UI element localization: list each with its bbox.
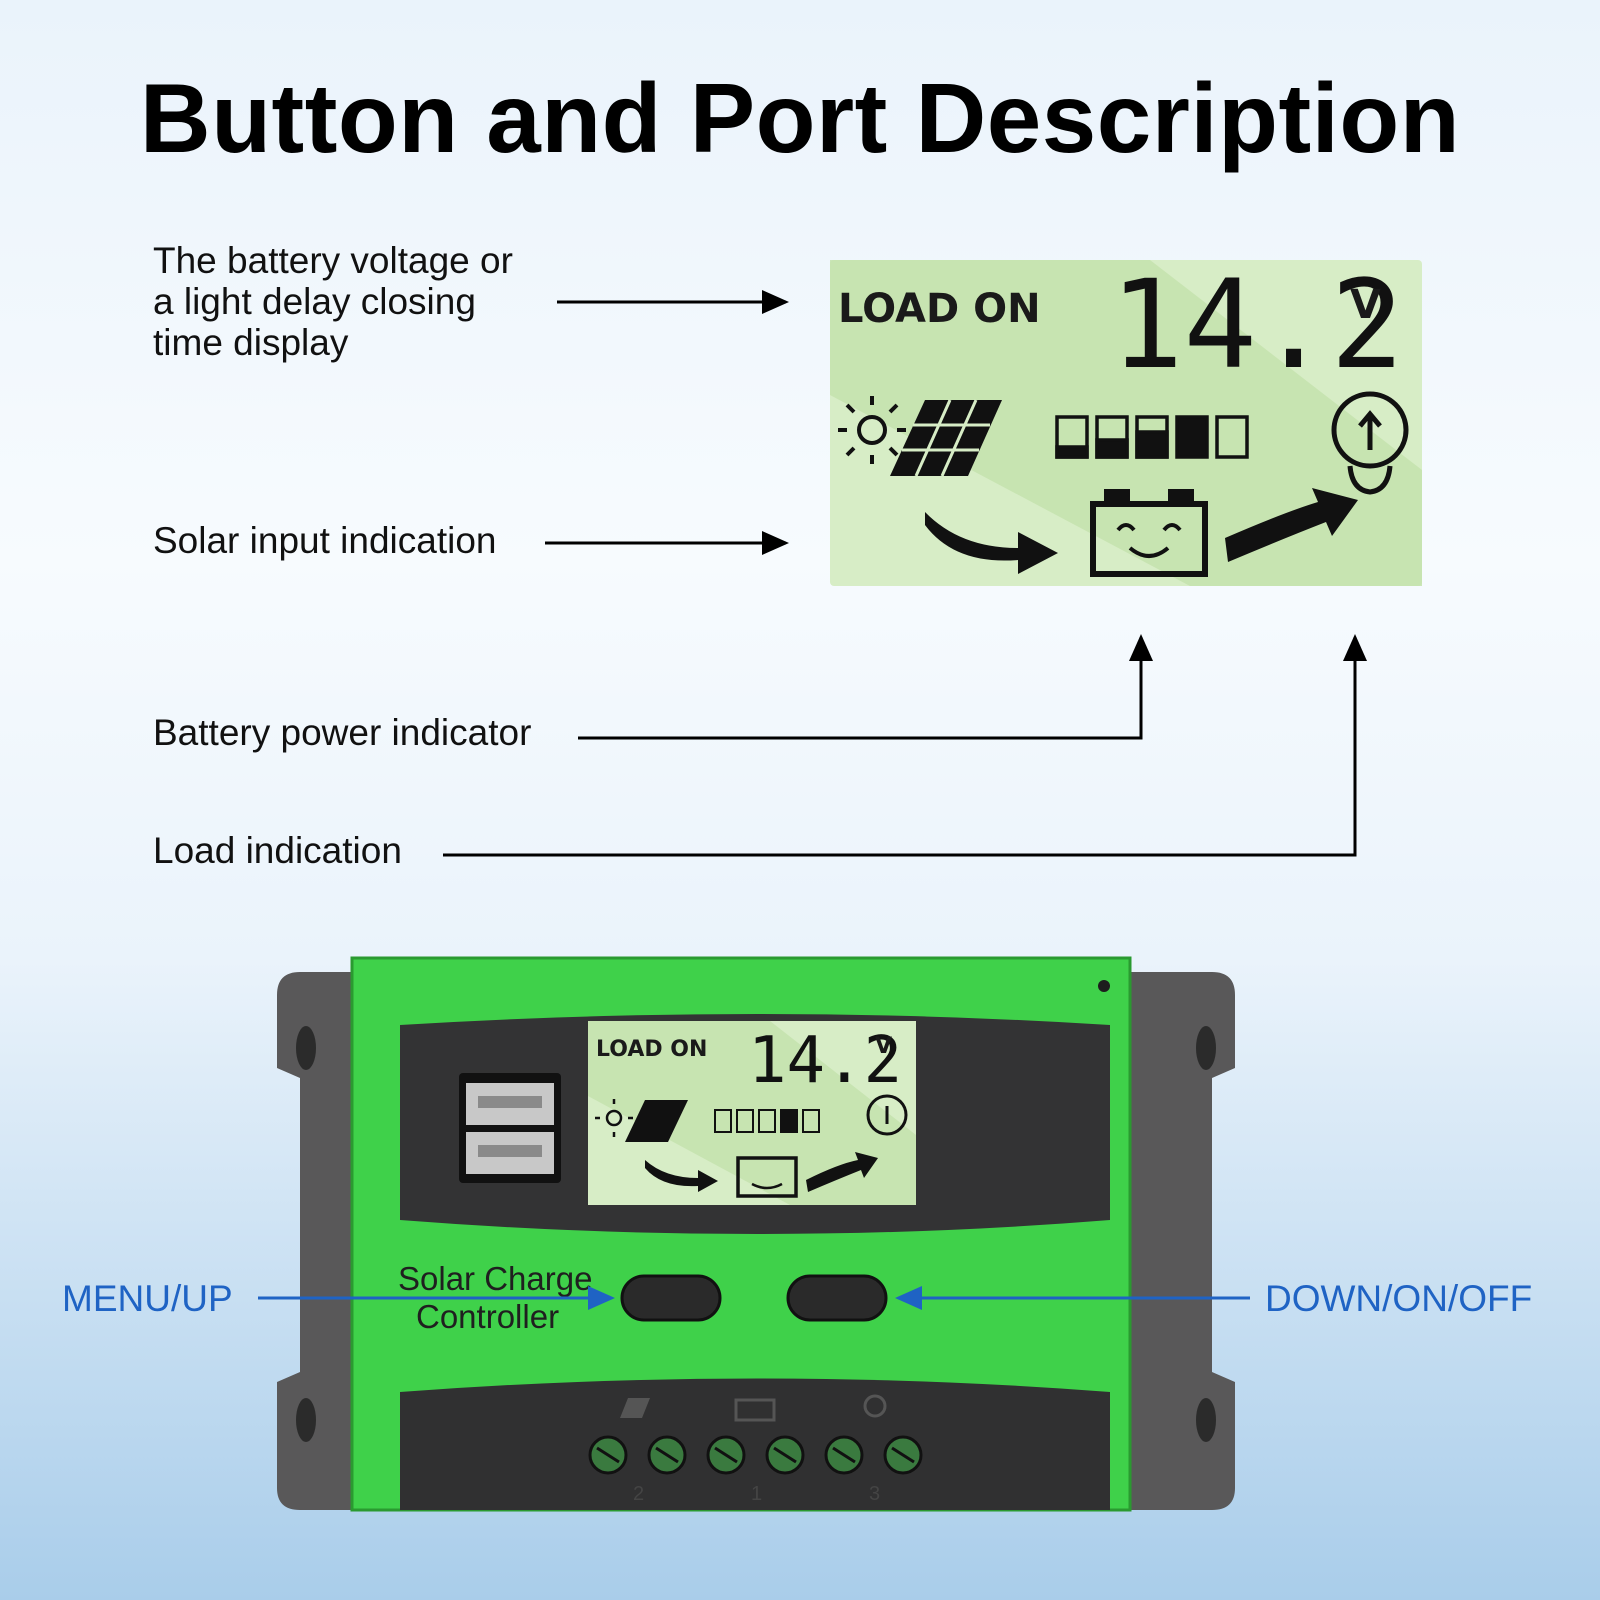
mount-hole-top-left: [296, 1026, 316, 1070]
terminal-solar-icon: [620, 1398, 650, 1418]
terminal-screw: [588, 1435, 628, 1475]
small-lcd-status: LOAD ON: [596, 1037, 707, 1062]
battery-face-icon: [1090, 489, 1208, 577]
terminal-screw: [647, 1435, 687, 1475]
small-lcd-unit: V: [875, 1034, 892, 1059]
usb-ports: [459, 1073, 561, 1183]
small-battery-face-icon: [736, 1156, 798, 1198]
terminal-screw: [824, 1435, 864, 1475]
menu-up-label: MENU/UP: [62, 1278, 233, 1319]
arrow-load: [443, 634, 1367, 857]
small-bulb-icon: [866, 1094, 908, 1136]
usb-port-top: [466, 1083, 554, 1125]
arrow-battery: [578, 634, 1153, 740]
lcd-display-small: LOAD ON 14.2 V: [588, 1021, 916, 1205]
terminal-screw: [765, 1435, 805, 1475]
callout-display-line3: time display: [153, 322, 349, 363]
lcd-status-text: LOAD ON: [838, 286, 1041, 332]
battery-level-bars-icon: [1055, 415, 1249, 459]
terminal-screw: [883, 1435, 923, 1475]
small-solar-panel-icon: [625, 1100, 688, 1142]
terminal-screw: [706, 1435, 746, 1475]
usb-port-bottom: [466, 1132, 554, 1174]
callout-battery: Battery power indicator: [153, 712, 532, 753]
down-on-off-button[interactable]: [786, 1274, 888, 1322]
callout-load: Load indication: [153, 830, 402, 871]
callout-display-line2: a light delay closing: [153, 281, 476, 322]
sun-icon: [838, 396, 906, 464]
down-on-off-label: DOWN/ON/OFF: [1265, 1278, 1533, 1319]
lcd-display-large: LOAD ON 14.2 V: [830, 254, 1422, 586]
terminal-load-icon: [863, 1394, 887, 1418]
lcd-unit: V: [1350, 282, 1381, 328]
mount-hole-bottom-left: [296, 1398, 316, 1442]
screw-terminals: [588, 1435, 923, 1475]
solar-panel-icon: [890, 399, 1002, 477]
terminal-group-label: 3: [869, 1483, 880, 1505]
mount-hole-bottom-right: [1196, 1398, 1216, 1442]
terminal-group-label: 2: [633, 1483, 644, 1505]
brand-line1: Solar Charge: [398, 1260, 592, 1297]
terminal-group-label: 1: [751, 1483, 762, 1505]
terminal-battery-icon: [734, 1398, 776, 1422]
small-load-arrow-icon: [806, 1152, 878, 1192]
small-lcd-reading: 14.2: [748, 1024, 902, 1098]
page-title: Button and Port Description: [139, 63, 1461, 173]
bulb-icon: [1331, 391, 1409, 495]
callout-display: The battery voltage or a light delay clo…: [153, 240, 513, 363]
status-led: [1098, 980, 1110, 992]
callout-display-line1: The battery voltage or: [153, 240, 513, 281]
charge-controller-device: LOAD ON 14.2 V: [277, 956, 1235, 1512]
small-battery-bars-icon: [714, 1109, 820, 1133]
callout-arrows: [443, 290, 1367, 857]
small-sun-icon: [595, 1099, 633, 1137]
callout-solar: Solar input indication: [153, 520, 497, 561]
brand-line2: Controller: [416, 1298, 559, 1335]
mount-hole-top-right: [1196, 1026, 1216, 1070]
battery-to-load-arrow-icon: [1225, 488, 1358, 562]
small-solar-arrow-icon: [645, 1160, 718, 1192]
menu-up-button[interactable]: [620, 1274, 722, 1322]
solar-to-battery-arrow-icon: [925, 512, 1058, 574]
lcd-reading: 14.2: [1110, 254, 1404, 396]
